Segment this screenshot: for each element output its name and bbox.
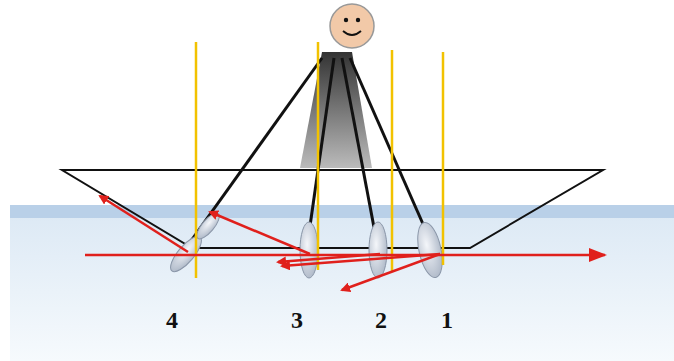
callout-number: 2: [375, 308, 387, 332]
water-surface: [10, 205, 674, 218]
oar-blades: [166, 210, 447, 280]
position-lines: [196, 42, 443, 278]
force-arrows: [85, 196, 605, 290]
callout-number: 3: [291, 308, 303, 332]
water: [10, 205, 674, 361]
callout-number: 1: [441, 308, 453, 332]
boat-hull: [62, 170, 603, 248]
rower-body: [300, 52, 372, 168]
rower-head: [330, 4, 374, 48]
callout-number: 4: [166, 308, 178, 332]
